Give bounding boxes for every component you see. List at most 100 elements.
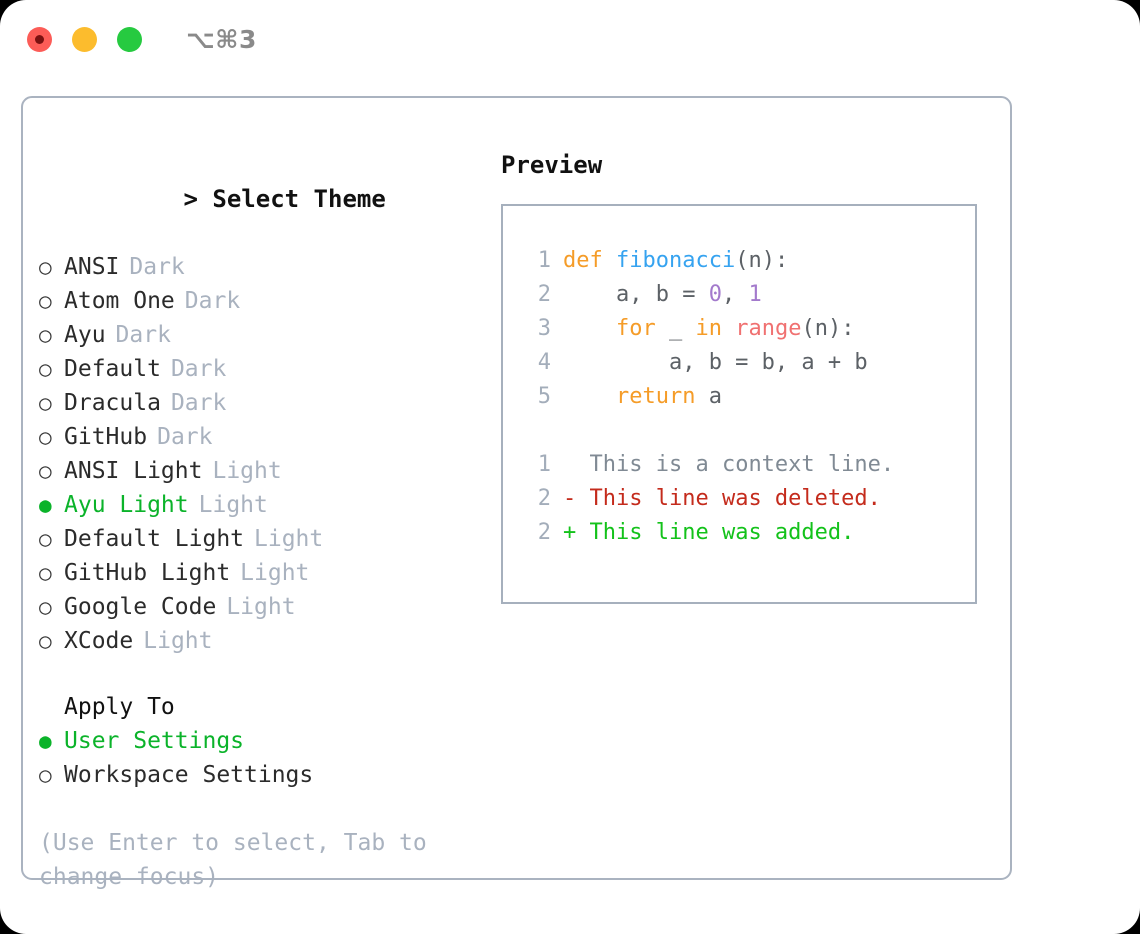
keyboard-hint-text: (Use Enter to select, Tab to change focu… bbox=[39, 830, 441, 890]
theme-option-label: Ayu Light bbox=[64, 492, 189, 518]
code-token-pl: , bbox=[721, 282, 749, 307]
code-token-pl: (n): bbox=[801, 316, 855, 341]
diff-sample: 1 This is a context line. 2- This line wa… bbox=[521, 448, 975, 550]
code-token-kw: def bbox=[563, 248, 603, 273]
theme-option-label: Ayu bbox=[64, 322, 106, 348]
theme-option-variant-tag: Light bbox=[198, 492, 268, 518]
radio-unselected-icon: ○ bbox=[39, 391, 52, 415]
close-button[interactable] bbox=[27, 26, 52, 52]
code-line-content: a, b = b, a + b bbox=[563, 346, 868, 380]
code-token-bi: range bbox=[735, 316, 802, 341]
code-token-pl bbox=[563, 316, 616, 341]
theme-option-label: ANSI bbox=[64, 254, 120, 280]
minimize-button[interactable] bbox=[72, 26, 97, 52]
theme-option-label: GitHub Light bbox=[64, 560, 231, 586]
diff-line-text: This line was deleted. bbox=[589, 486, 881, 511]
theme-option-variant-tag: Dark bbox=[170, 390, 227, 416]
window-controls bbox=[27, 26, 142, 52]
radio-unselected-icon: ○ bbox=[39, 425, 52, 449]
diff-line-text: This is a context line. bbox=[589, 452, 895, 477]
theme-option-label: Default Light bbox=[64, 526, 245, 552]
keyboard-shortcut-label: ⌥⌘3 bbox=[186, 24, 257, 54]
theme-option-variant-tag: Dark bbox=[115, 322, 171, 348]
apply-to-option-label: User Settings bbox=[64, 728, 245, 754]
radio-selected-icon: ● bbox=[39, 493, 52, 517]
diff-marker: - bbox=[563, 486, 590, 511]
radio-unselected-icon: ○ bbox=[39, 561, 52, 585]
code-token-num: 0 bbox=[708, 282, 722, 307]
diff-line-number: 2 bbox=[537, 486, 551, 511]
code-line-content: a, b = 0, 1 bbox=[563, 278, 762, 312]
theme-option[interactable]: ○ Ayu Dark bbox=[39, 318, 489, 352]
code-line-content: for _ in range(n): bbox=[563, 312, 854, 346]
apply-to-option-label: Workspace Settings bbox=[64, 762, 314, 788]
code-line-number: 2 bbox=[537, 282, 551, 307]
theme-option-label: Atom One bbox=[64, 288, 175, 314]
theme-option-variant-tag: Dark bbox=[184, 288, 241, 314]
code-line-number: 5 bbox=[537, 384, 551, 409]
diff-line: 2+ This line was added. bbox=[521, 516, 975, 550]
code-line: 4 a, b = b, a + b bbox=[521, 346, 975, 380]
code-token-pl: a, b = b, a + b bbox=[563, 350, 868, 375]
radio-unselected-icon: ○ bbox=[39, 323, 52, 347]
apply-to-option[interactable]: ●User Settings bbox=[39, 724, 489, 758]
code-token-kw: for bbox=[615, 316, 656, 341]
theme-option-label: XCode bbox=[64, 628, 134, 654]
theme-option-variant-tag: Light bbox=[240, 560, 310, 586]
code-line-content: def fibonacci(n): bbox=[563, 244, 788, 278]
code-line-content: return a bbox=[563, 380, 722, 414]
theme-option-label: Google Code bbox=[64, 594, 217, 620]
maximize-button[interactable] bbox=[117, 26, 142, 52]
preview-heading: Preview bbox=[501, 151, 603, 179]
code-line: 1 def fibonacci(n): bbox=[521, 244, 975, 278]
code-token-pl: a, b = bbox=[563, 282, 709, 307]
theme-option-variant-tag: Light bbox=[143, 628, 213, 654]
code-line-number: 3 bbox=[537, 316, 551, 341]
theme-panel-heading-label: Select Theme bbox=[212, 185, 386, 213]
radio-unselected-icon: ○ bbox=[39, 629, 52, 653]
radio-unselected-icon: ○ bbox=[39, 459, 52, 483]
theme-option[interactable]: ○ Google Code Light bbox=[39, 590, 489, 624]
apply-to-heading: Apply To bbox=[64, 694, 175, 720]
code-token-pl: _ bbox=[655, 316, 696, 341]
diff-marker bbox=[563, 448, 590, 482]
diff-line-text: This line was added. bbox=[589, 520, 855, 545]
theme-option[interactable]: ○ ANSI Dark bbox=[39, 250, 489, 284]
diff-line-number: 1 bbox=[537, 452, 551, 477]
theme-option-variant-tag: Dark bbox=[129, 254, 185, 280]
code-token-num: 1 bbox=[748, 282, 762, 307]
theme-option[interactable]: ○ GitHub Light Light bbox=[39, 556, 489, 590]
theme-option[interactable]: ○ XCode Light bbox=[39, 624, 489, 658]
radio-unselected-icon: ○ bbox=[39, 595, 52, 619]
diff-line: 2- This line was deleted. bbox=[521, 482, 975, 516]
radio-unselected-icon: ○ bbox=[39, 763, 52, 787]
theme-option-variant-tag: Light bbox=[212, 458, 282, 484]
title-bar: ⌥⌘3 bbox=[0, 0, 1140, 78]
code-token-pl bbox=[563, 384, 616, 409]
radio-unselected-icon: ○ bbox=[39, 527, 52, 551]
code-line: 3 for _ in range(n): bbox=[521, 312, 975, 346]
diff-marker: + bbox=[563, 520, 590, 545]
radio-unselected-icon: ○ bbox=[39, 255, 52, 279]
theme-option-label: Default bbox=[64, 356, 161, 382]
theme-option-variant-tag: Dark bbox=[170, 356, 227, 382]
theme-option[interactable]: ● Ayu Light Light bbox=[39, 488, 489, 522]
code-line-number: 1 bbox=[537, 248, 551, 273]
theme-panel-heading: > Select Theme bbox=[39, 148, 489, 250]
apply-to-option[interactable]: ○ Workspace Settings bbox=[39, 758, 489, 792]
code-token-pl bbox=[603, 248, 616, 273]
code-token-pl bbox=[722, 316, 735, 341]
theme-option-variant-tag: Light bbox=[226, 594, 296, 620]
